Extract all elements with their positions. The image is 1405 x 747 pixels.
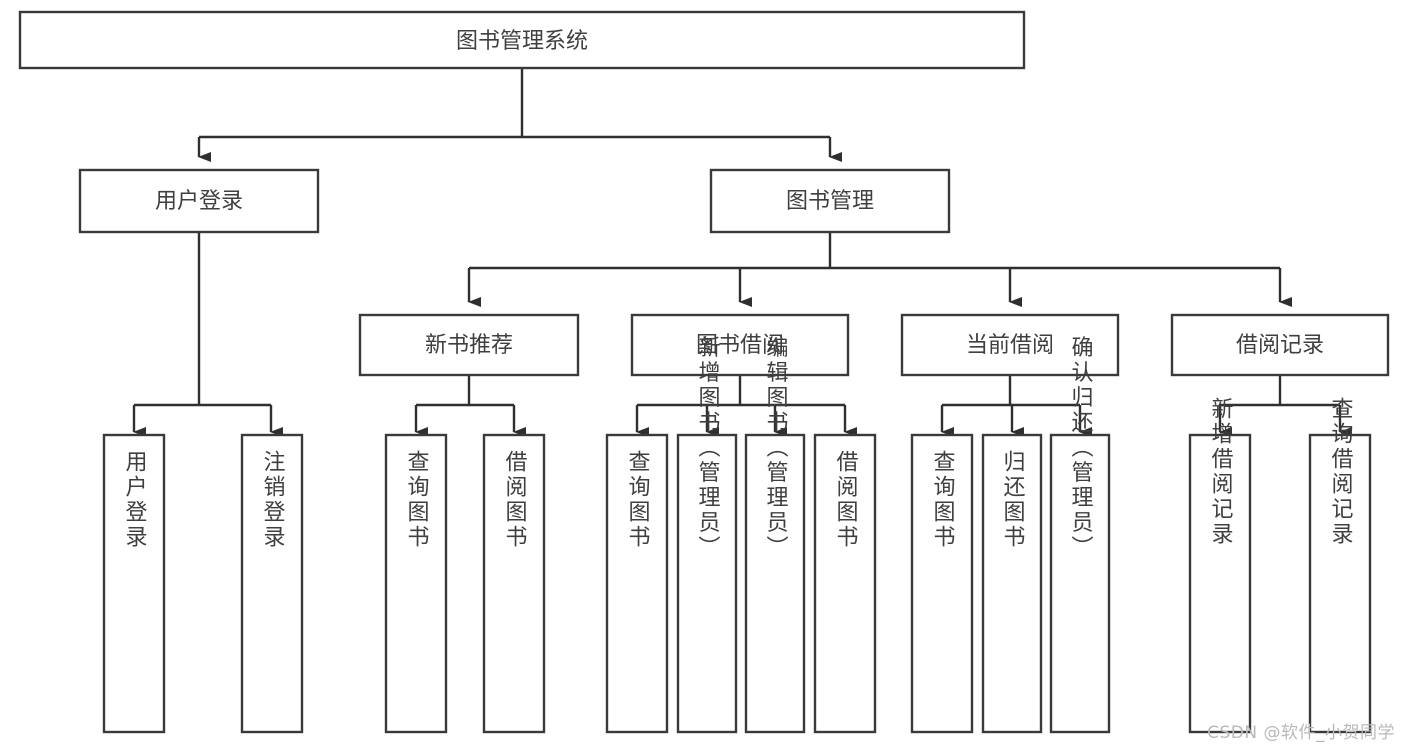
node-leaf-borrow-book-1[interactable]: 借阅图书: [482, 433, 546, 734]
node-leaf-confirm-return[interactable]: 确认归还（管理员）: [1049, 336, 1111, 734]
node-leaf-query-record-label: 查询借阅记录: [1328, 397, 1354, 547]
node-leaf-query-record-box[interactable]: [1308, 433, 1372, 734]
node-leaf-user-login[interactable]: 用户登录: [102, 433, 166, 734]
node-leaf-query-record[interactable]: 查询借阅记录: [1308, 397, 1372, 734]
node-leaf-logout[interactable]: 注销登录: [240, 433, 304, 734]
node-leaf-query-book-3-label: 查询图书: [930, 450, 956, 550]
node-root-label: 图书管理系统: [456, 29, 588, 54]
node-leaf-borrow-book-1-box[interactable]: [482, 433, 546, 734]
node-borrow-record-label: 借阅记录: [1236, 333, 1324, 358]
node-leaf-logout-box[interactable]: [240, 433, 304, 734]
node-root[interactable]: 图书管理系统: [18, 10, 1026, 70]
node-leaf-add-record-label: 新增借阅记录: [1208, 397, 1234, 547]
node-leaf-query-book-2-label: 查询图书: [625, 450, 651, 550]
node-leaf-add-record[interactable]: 新增借阅记录: [1188, 397, 1252, 734]
node-user-login-box[interactable]: [78, 168, 320, 234]
node-leaf-user-login-label: 用户登录: [122, 450, 148, 550]
node-book-manage[interactable]: 图书管理: [709, 168, 951, 234]
node-book-borrow[interactable]: 图书借阅: [630, 313, 850, 377]
node-leaf-confirm-return-box[interactable]: [1049, 433, 1111, 734]
node-leaf-return-book-label: 归还图书: [1000, 450, 1026, 550]
node-leaf-borrow-book-1-label: 借阅图书: [502, 450, 528, 550]
node-leaf-edit-book[interactable]: 编辑图书（管理员）: [744, 336, 806, 734]
node-book-borrow-box[interactable]: [630, 313, 850, 377]
node-leaf-borrow-book-2-label: 借阅图书: [833, 450, 859, 550]
node-leaf-add-book[interactable]: 新增图书（管理员）: [676, 336, 738, 734]
node-current-borrow-box[interactable]: [900, 313, 1120, 377]
leaf-nodes-layer: 用户登录 注销登录 查询图书 借阅图书 查询图书 新增图书（管理员） 编辑图书（…: [102, 336, 1372, 734]
node-borrow-record-box[interactable]: [1170, 313, 1390, 377]
node-leaf-confirm-return-label: 确认归还（管理员）: [1068, 336, 1094, 561]
node-user-login[interactable]: 用户登录: [78, 168, 320, 234]
node-leaf-borrow-book-2-box[interactable]: [813, 433, 877, 734]
node-leaf-return-book[interactable]: 归还图书: [981, 433, 1043, 734]
node-leaf-user-login-box[interactable]: [102, 433, 166, 734]
node-leaf-borrow-book-2[interactable]: 借阅图书: [813, 433, 877, 734]
csdn-watermark: CSDN @软件_小贺同学: [1207, 723, 1395, 743]
node-leaf-query-book-1[interactable]: 查询图书: [384, 433, 448, 734]
connector-layer: [132, 68, 1352, 437]
node-leaf-add-book-box[interactable]: [676, 433, 738, 734]
node-leaf-add-record-box[interactable]: [1188, 433, 1252, 734]
node-leaf-query-book-3-box[interactable]: [910, 433, 974, 734]
node-leaf-query-book-3[interactable]: 查询图书: [910, 433, 974, 734]
node-book-manage-label: 图书管理: [786, 189, 874, 214]
node-borrow-record[interactable]: 借阅记录: [1170, 313, 1390, 377]
node-book-borrow-label: 图书借阅: [696, 333, 784, 358]
node-current-borrow-label: 当前借阅: [966, 333, 1054, 358]
node-leaf-return-book-box[interactable]: [981, 433, 1043, 734]
node-leaf-query-book-1-box[interactable]: [384, 433, 448, 734]
node-new-book-recommend-box[interactable]: [358, 313, 580, 377]
node-new-book-recommend-label: 新书推荐: [425, 333, 513, 358]
node-root-box[interactable]: [18, 10, 1026, 70]
node-current-borrow[interactable]: 当前借阅: [900, 313, 1120, 377]
node-leaf-add-book-label: 新增图书（管理员）: [695, 336, 721, 561]
node-book-manage-box[interactable]: [709, 168, 951, 234]
node-user-login-label: 用户登录: [155, 189, 243, 214]
node-leaf-logout-label: 注销登录: [260, 450, 286, 550]
node-leaf-query-book-1-label: 查询图书: [404, 450, 430, 550]
node-leaf-query-book-2-box[interactable]: [605, 433, 669, 734]
node-new-book-recommend[interactable]: 新书推荐: [358, 313, 580, 377]
node-leaf-edit-book-label: 编辑图书（管理员）: [763, 336, 789, 561]
node-leaf-edit-book-box[interactable]: [744, 433, 806, 734]
node-leaf-query-book-2[interactable]: 查询图书: [605, 433, 669, 734]
